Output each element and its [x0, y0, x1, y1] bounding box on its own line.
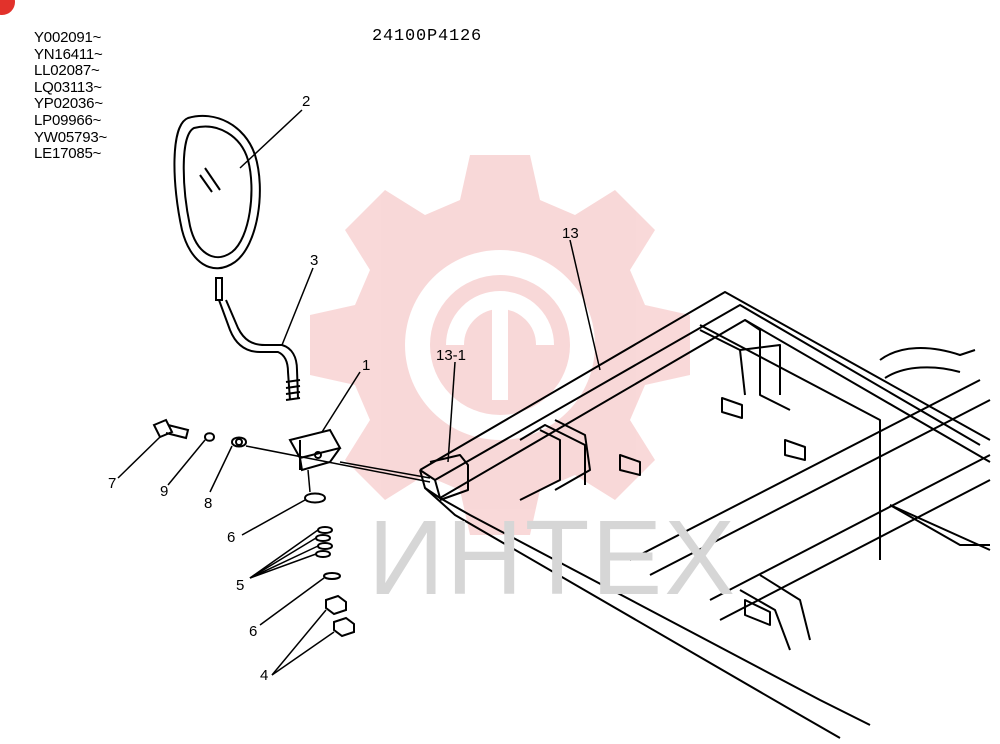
mirror: [173, 114, 261, 270]
callout-9: 9: [160, 483, 168, 500]
watermark-gear-logo: [310, 155, 690, 535]
callout-6: 6: [227, 529, 235, 546]
callout-6: 6: [249, 623, 257, 640]
serial-range-item: YN16411~: [34, 45, 103, 63]
chassis-frame: [419, 291, 991, 739]
serial-range-item: LE17085~: [34, 145, 102, 163]
mirror-stay: [215, 277, 301, 401]
callout-4: 4: [260, 667, 268, 684]
callout-1: 1: [362, 357, 370, 374]
callout-8: 8: [204, 495, 212, 512]
serial-range-item: LL02087~: [34, 62, 100, 80]
serial-range-item: LQ03113~: [34, 78, 102, 96]
hardware-parts: [152, 418, 431, 638]
callout-13-1: 13-1: [436, 347, 466, 364]
serial-range-item: LP09966~: [34, 111, 102, 129]
part-number: 24100P4126: [372, 27, 483, 46]
watermark-text: ИНТЕХ: [368, 499, 737, 617]
bracket: [288, 428, 342, 472]
serial-range-item: Y002091~: [34, 29, 102, 46]
callout-3: 3: [310, 252, 318, 269]
callout-13: 13: [562, 225, 579, 242]
callout-leaders: [117, 109, 601, 676]
callout-5: 5: [236, 577, 244, 594]
serial-range-item: YW05793~: [34, 128, 108, 146]
callout-7: 7: [108, 475, 116, 492]
callout-2: 2: [302, 93, 310, 110]
serial-range-list: Y002091~ YN16411~ LL02087~ LQ03113~ YP02…: [34, 29, 108, 163]
serial-range-item: YP02036~: [34, 95, 103, 113]
